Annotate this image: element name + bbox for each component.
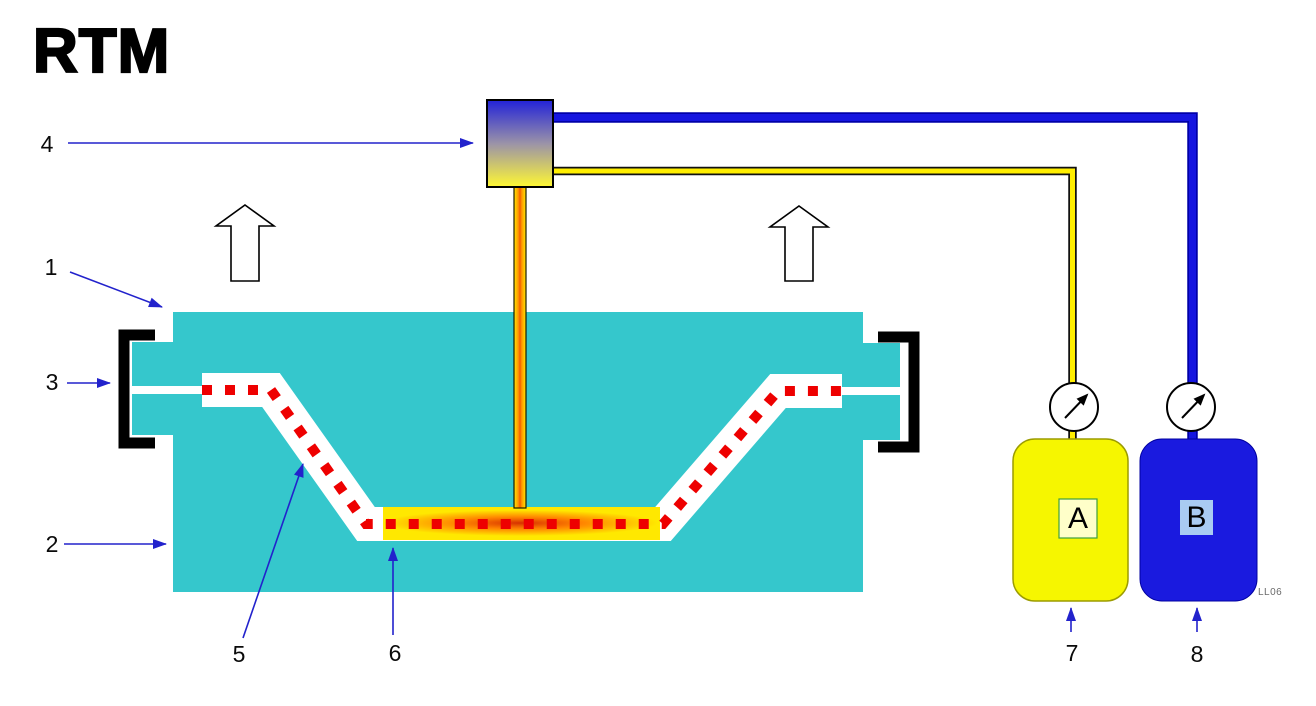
parting-line-right	[840, 387, 900, 395]
tank-b-label-box	[1180, 500, 1213, 535]
page-title: RTM	[32, 16, 171, 87]
tank-a-label-box	[1058, 498, 1098, 539]
demold-arrow-left	[213, 204, 277, 282]
tank-b-letter: B	[1186, 501, 1207, 534]
resin-hot-core	[382, 510, 658, 536]
demold-arrow-right	[767, 205, 831, 282]
gauge-a-needle	[1064, 393, 1089, 419]
callout-label-4: 4	[40, 131, 54, 157]
stamp-text: LL06	[1258, 587, 1283, 598]
callout-label-7: 7	[1065, 640, 1079, 666]
mixing-head	[486, 99, 554, 188]
callout-label-3: 3	[45, 369, 59, 395]
callout-arrow-5	[242, 463, 304, 639]
gauge-b-needle	[1181, 393, 1206, 419]
tank-a-letter: A	[1067, 502, 1088, 535]
callout-label-5: 5	[232, 641, 246, 667]
fiber-preform-dotted-line	[202, 385, 842, 529]
callout-label-1: 1	[44, 254, 58, 280]
pressure-gauge-b	[1166, 382, 1216, 432]
clamp-left	[118, 329, 155, 449]
callout-arrows	[64, 138, 1202, 639]
clamp-right	[878, 331, 920, 453]
callout-label-2: 2	[45, 531, 59, 557]
parting-line-left	[132, 386, 206, 394]
callout-arrow-1	[69, 271, 163, 308]
callout-label-8: 8	[1190, 641, 1204, 667]
callout-label-6: 6	[388, 640, 402, 666]
sprue-pipe	[513, 185, 527, 509]
pressure-gauge-a	[1049, 382, 1099, 432]
